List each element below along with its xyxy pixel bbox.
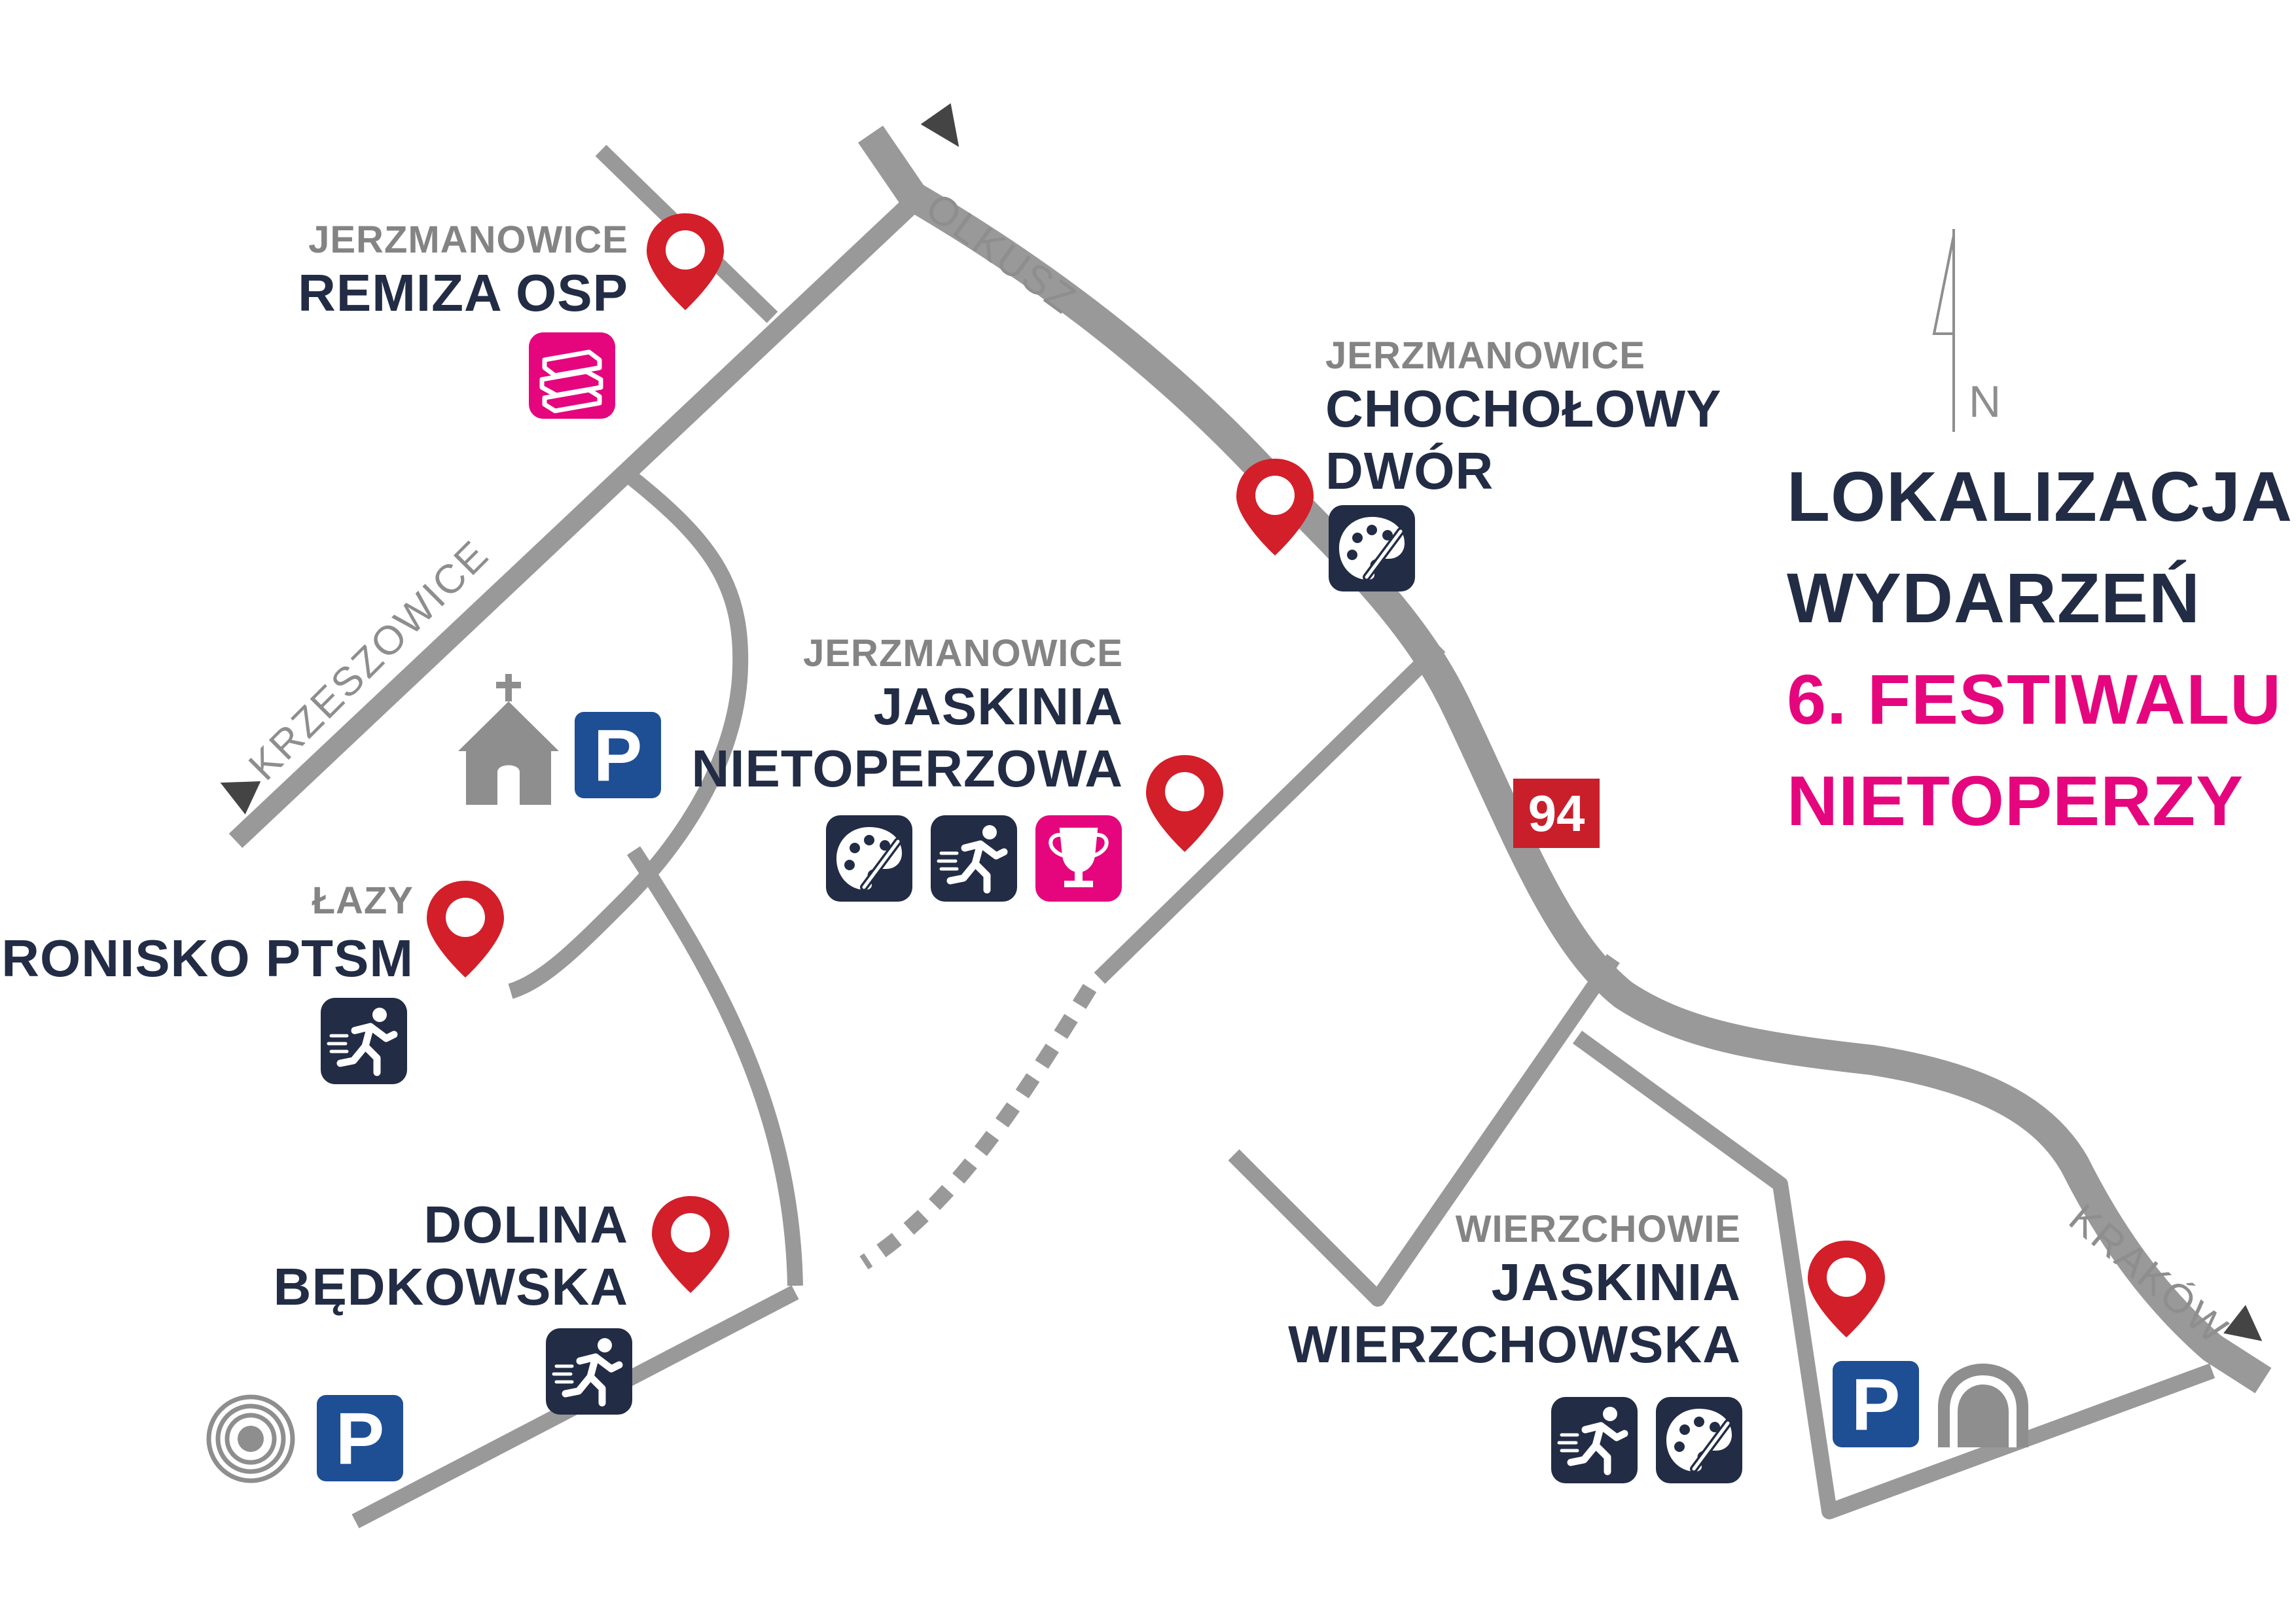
title-line-1: LOKALIZACJA <box>1787 457 2293 536</box>
runner-icon <box>931 815 1017 902</box>
books-icon <box>529 332 615 419</box>
remiza-town: JERZMANOWICE <box>308 219 628 261</box>
krzeszowice-road <box>228 192 924 848</box>
bedkowska-name-2: BĘDKOWSKA <box>273 1258 628 1316</box>
arrow-krzeszowice <box>220 781 261 815</box>
wierzchowska-pin-icon[interactable] <box>1804 1237 1889 1341</box>
remiza-name: REMIZA OSP <box>298 264 628 322</box>
parking-icon: P <box>575 712 661 798</box>
church-icon <box>458 674 559 805</box>
wierzchowska-town: WIERZCHOWIE <box>1455 1208 1741 1250</box>
bedkowska-name-1: DOLINA <box>423 1195 628 1254</box>
chocholowy-name-2: DWÓR <box>1325 442 1494 500</box>
nietoperzowa-name-1: JASKINIA <box>873 677 1123 735</box>
lazy-pin-icon[interactable] <box>423 877 508 981</box>
chocholowy-pin-icon[interactable] <box>1232 455 1318 559</box>
arrow-krakow <box>2223 1305 2263 1341</box>
title-line-2: WYDARZEŃ <box>1787 558 2200 637</box>
north-label: N <box>1969 377 2001 427</box>
lazy-name: SCHRONISKO PTSM <box>0 929 414 987</box>
chocholowy-name-1: CHOCHOŁOWY <box>1325 380 1722 438</box>
lazy-town: ŁAZY <box>312 879 414 922</box>
title-line-3: 6. FESTIWALU <box>1787 660 2282 739</box>
dolina-road <box>626 846 803 1286</box>
parking-icon: P <box>317 1395 403 1481</box>
wierzchowska-name-2: WIERZCHOWSKA <box>1288 1315 1741 1373</box>
runner-icon <box>321 998 407 1084</box>
palette-icon <box>1656 1397 1742 1483</box>
arrow-olkusz <box>920 103 960 147</box>
dotted-path <box>859 983 1097 1270</box>
trophy-icon <box>1035 815 1122 902</box>
runner-icon <box>546 1328 632 1415</box>
main-road-94 <box>858 126 2272 1394</box>
nietoperzowa-pin-icon[interactable] <box>1142 751 1227 856</box>
palette-icon <box>1329 505 1415 591</box>
remiza-pin-icon[interactable] <box>643 209 728 314</box>
runner-icon <box>1551 1397 1638 1483</box>
bedkowska-pin-icon[interactable] <box>648 1192 733 1297</box>
east-road-a <box>1228 954 1620 1307</box>
parking-icon: P <box>1833 1361 1919 1447</box>
chocholowy-town: JERZMANOWICE <box>1325 334 1645 377</box>
wierzchowska-name-1: JASKINIA <box>1491 1253 1741 1311</box>
diagonal-road <box>1094 641 1446 984</box>
nietoperzowa-name-2: NIETOPERZOWA <box>691 739 1123 798</box>
church-road <box>508 471 749 999</box>
cave-entrance-icon <box>1938 1364 2028 1447</box>
title-line-4: NIETOPERZY <box>1787 761 2244 840</box>
rings-icon <box>206 1394 295 1483</box>
north-arrow <box>1932 229 1955 432</box>
route-94-badge: 94 <box>1513 779 1600 848</box>
nietoperzowa-town: JERZMANOWICE <box>803 632 1123 675</box>
palette-icon <box>826 815 912 902</box>
